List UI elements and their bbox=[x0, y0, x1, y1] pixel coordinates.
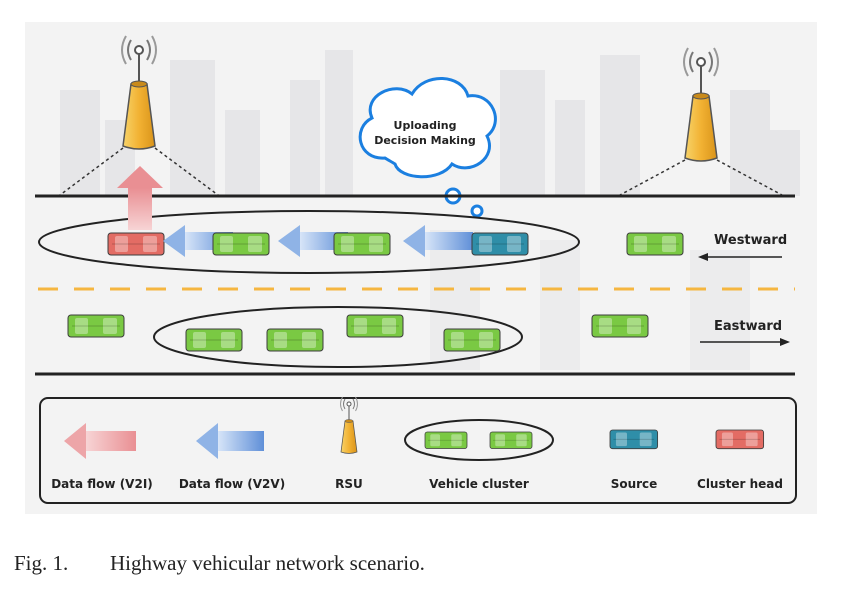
legend-cluster-icon bbox=[404, 419, 554, 461]
eastward-label: Eastward bbox=[714, 319, 782, 334]
legend-cluster-car-2 bbox=[489, 431, 533, 449]
eastward-cluster-car-3 bbox=[346, 314, 404, 338]
legend-v2i-arrow-icon bbox=[64, 423, 136, 459]
legend-v2i-label: Data flow (V2I) bbox=[51, 477, 153, 491]
rsu-right-coverage-line-right bbox=[716, 159, 783, 196]
legend-rsu-label: RSU bbox=[335, 477, 363, 491]
cloud-text-line1: Uploading bbox=[394, 119, 457, 132]
westward-free-car bbox=[626, 232, 684, 256]
legend-source-car-icon bbox=[609, 429, 659, 450]
legend-v2v-arrow-icon bbox=[196, 423, 264, 459]
legend-cluster-label: Vehicle cluster bbox=[429, 477, 529, 491]
rsu-right-coverage-line-left bbox=[619, 159, 686, 196]
cluster-member-car-1 bbox=[212, 232, 270, 256]
legend-source-label: Source bbox=[611, 477, 658, 491]
eastward-cluster-car-1 bbox=[185, 328, 243, 352]
source-car bbox=[471, 232, 529, 256]
legend-v2v-label: Data flow (V2V) bbox=[179, 477, 285, 491]
cluster-head-car bbox=[107, 232, 165, 256]
eastward-free-car-right bbox=[591, 314, 649, 338]
rsu-left-coverage-line-left bbox=[59, 147, 124, 196]
cluster-member-car-2 bbox=[333, 232, 391, 256]
legend-cluster-car-1 bbox=[424, 431, 468, 449]
caption-text: Highway vehicular network scenario. bbox=[110, 551, 425, 575]
legend-head-car-icon bbox=[715, 429, 765, 450]
eastward-arrow-head bbox=[780, 338, 790, 346]
eastward-cluster-car-2 bbox=[266, 328, 324, 352]
westward-label: Westward bbox=[714, 233, 787, 248]
rsu-left-coverage-line-right bbox=[154, 147, 219, 196]
v2i-data-flow-arrow bbox=[117, 166, 163, 230]
figure-caption: Fig. 1. Highway vehicular network scenari… bbox=[14, 551, 425, 576]
westward-vehicle-cluster bbox=[38, 210, 580, 274]
eastward-free-car-left bbox=[67, 314, 125, 338]
eastward-vehicle-cluster bbox=[153, 306, 523, 368]
caption-number: Fig. 1. bbox=[14, 551, 69, 575]
eastward-cluster-car-4 bbox=[443, 328, 501, 352]
legend-head-label: Cluster head bbox=[697, 477, 783, 491]
westward-arrow-head bbox=[698, 253, 708, 261]
cloud-text-line2: Decision Making bbox=[374, 134, 476, 147]
